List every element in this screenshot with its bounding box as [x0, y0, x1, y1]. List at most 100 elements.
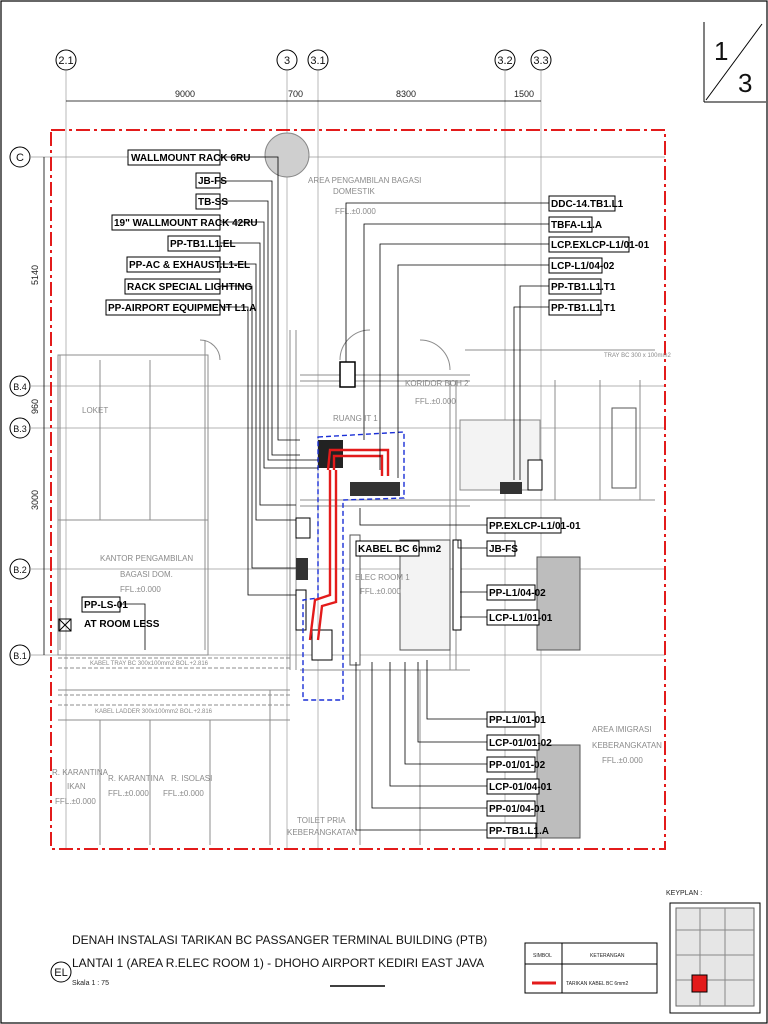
label-lcp-l1-04-02: LCP-L1/04-02 — [551, 261, 615, 272]
ls-label-box — [81, 596, 121, 613]
label-tbfa: TBFA-L1.A — [551, 220, 602, 231]
dim-960: 960 — [30, 399, 40, 414]
room-elec-1: ELEC ROOM 1 — [355, 573, 410, 582]
cable-label-box — [355, 540, 420, 557]
grid-label-3-2: 3.2 — [497, 55, 512, 67]
grid-label-3-3: 3.3 — [533, 55, 548, 67]
room-isolasi-2: FFL.±0.000 — [163, 789, 204, 798]
labels-right-bottom: PP-L1/01-01 LCP-01/01-02 PP-01/01-02 LCP… — [486, 711, 552, 839]
room-karantina-ikan-2: IKAN — [67, 782, 86, 791]
room-karantina-ikan-1: R. KARANTINA — [52, 768, 109, 777]
room-karantina-ikan-3: FFL.±0.000 — [55, 797, 96, 806]
hatched-blocks — [264, 132, 637, 839]
room-bagasi-2: DOMESTIK — [333, 187, 375, 196]
label-pp-l1-01-01: PP-L1/01-01 — [489, 715, 546, 726]
ls-panel-symbol — [58, 618, 72, 632]
label-pp-ac-exhaust: PP-AC & EXHAUST.L1-EL — [129, 260, 250, 271]
legend-item: TARIKAN KABEL BC 6mm2 — [566, 981, 628, 987]
label-pp-l1-04-02: PP-L1/04-02 — [489, 588, 546, 599]
legend: SIMBOL KETERANGAN TARIKAN KABEL BC 6mm2 — [524, 942, 658, 994]
equipment — [295, 361, 543, 666]
grid-label-b2: B.2 — [13, 565, 27, 575]
room-kantor-1: KANTOR PENGAMBILAN — [100, 554, 193, 563]
room-koridor-1: KORIDOR BOH 2 — [405, 379, 469, 388]
grid-label-c: C — [16, 152, 24, 164]
dim-700: 700 — [288, 89, 303, 99]
legend-col-desc: KETERANGAN — [590, 953, 625, 959]
label-pp-tb1-l1-a: PP-TB1.L1.A — [489, 826, 549, 837]
room-loket: LOKET — [82, 406, 108, 415]
sheet-number: 1 — [714, 36, 728, 66]
room-isolasi-1: R. ISOLASI — [171, 774, 212, 783]
label-pp-exlcp: PP.EXLCP-L1/01-01 — [489, 521, 581, 532]
label-pp-airport-equipment: PP-AIRPORT EQUIPMENT L1.A — [108, 303, 256, 314]
label-lcp-01-04-01: LCP-01/04-01 — [489, 782, 552, 793]
cable-route-bc — [308, 448, 390, 641]
label-pp-tb1-el: PP-TB1.L1.EL — [170, 239, 236, 250]
label-lcp-exlcp: LCP.EXLCP-L1/01-01 — [551, 240, 650, 251]
drawing-code: EL — [54, 967, 67, 979]
room-toilet-2: KEBERANGKATAN — [287, 828, 357, 837]
dim-9000: 9000 — [175, 89, 195, 99]
room-toilet-1: TOILET PRIA — [297, 816, 346, 825]
grid-label-b4: B.4 — [13, 382, 27, 392]
room-kantor-2: BAGASI DOM. — [120, 570, 173, 579]
room-kantor-3: FFL.±0.000 — [120, 585, 161, 594]
label-rack-special-lighting: RACK SPECIAL LIGHTING — [127, 282, 253, 293]
grid-label-b3: B.3 — [13, 424, 27, 434]
room-karantina-1: R. KARANTINA — [108, 774, 165, 783]
label-pp-tb1-t1-b: PP-TB1.L1.T1 — [551, 303, 616, 314]
grid-label-3-1: 3.1 — [310, 55, 325, 67]
labels-right-mid: PP.EXLCP-L1/01-01 JB-FS PP-L1/04-02 LCP-… — [486, 517, 581, 626]
label-jb-fs-2: JB-FS — [489, 544, 518, 555]
room-karantina-2: FFL.±0.000 — [108, 789, 149, 798]
label-lcp-l1-01-01: LCP-L1/01-01 — [489, 613, 553, 624]
label-jb-fs: JB-FS — [198, 176, 227, 187]
blue-zones — [302, 431, 405, 701]
label-kabel-bc: KABEL BC 6mm2 — [358, 544, 442, 555]
label-tb-ss: TB-SS — [198, 197, 228, 208]
title-line-1: DENAH INSTALASI TARIKAN BC PASSANGER TER… — [72, 933, 487, 947]
sheet-total: 3 — [738, 68, 752, 98]
room-imigrasi-3: FFL.±0.000 — [602, 756, 643, 765]
room-ruang-it: RUANG IT 1 — [333, 414, 378, 423]
room-koridor-2: FFL.±0.000 — [415, 397, 456, 406]
label-ddc-14: DDC-14.TB1.L1 — [551, 199, 624, 210]
dim-1500: 1500 — [514, 89, 534, 99]
labels-left: WALLMOUNT RACK 6RU JB-FS TB-SS 19" WALLM… — [105, 149, 258, 316]
label-wallmount-42ru: 19" WALLMOUNT RACK 42RU — [114, 218, 258, 229]
dim-5140: 5140 — [30, 265, 40, 285]
area-boundary — [50, 129, 666, 850]
room-imigrasi-2: KEBERANGKATAN — [592, 741, 662, 750]
note-tray: KABEL TRAY BC 300x100mm2 BOL.+2.816 — [90, 661, 209, 667]
leader-lines — [120, 156, 549, 831]
grid-label-3: 3 — [284, 55, 290, 67]
label-pp-01-01-02: PP-01/01-02 — [489, 760, 546, 771]
label-at-room-less: AT ROOM LESS — [84, 619, 160, 630]
label-wallmount-6ru: WALLMOUNT RACK 6RU — [131, 153, 250, 164]
label-lcp-01-01-02: LCP-01/01-02 — [489, 738, 552, 749]
room-labels: AREA PENGAMBILAN BAGASI DOMESTIK FFL.±0.… — [52, 176, 671, 837]
note-tray-top: TRAY BC 300 x 100mm2 — [604, 353, 671, 359]
dim-8300: 8300 — [396, 89, 416, 99]
labels-right-top: DDC-14.TB1.L1 TBFA-L1.A LCP.EXLCP-L1/01-… — [548, 195, 650, 316]
grid-label-b1: B.1 — [13, 651, 27, 661]
drawing-scale: Skala 1 : 75 — [72, 980, 109, 987]
grid-label-2-1: 2.1 — [58, 55, 73, 67]
room-bagasi-3: FFL.±0.000 — [335, 207, 376, 216]
title-line-2: LANTAI 1 (AREA R.ELEC ROOM 1) - DHOHO AI… — [72, 956, 484, 970]
room-elec-2: FFL.±0.000 — [360, 587, 401, 596]
title-block: DENAH INSTALASI TARIKAN BC PASSANGER TER… — [50, 933, 487, 987]
keyplan: KEYPLAN : — [666, 890, 761, 1014]
keyplan-highlight — [691, 974, 708, 993]
label-pp-tb1-t1-a: PP-TB1.L1.T1 — [551, 282, 616, 293]
room-bagasi-1: AREA PENGAMBILAN BAGASI — [308, 176, 421, 185]
label-pp-01-04-01: PP-01/04-01 — [489, 804, 546, 815]
dim-3000: 3000 — [30, 490, 40, 510]
label-pp-ls-01: PP-LS-01 — [84, 600, 128, 611]
room-imigrasi-1: AREA IMIGRASI — [592, 725, 652, 734]
note-ladder: KABEL LADDER 300x100mm2 BOL.+2.816 — [95, 709, 213, 715]
legend-col-symbol: SIMBOL — [533, 953, 552, 959]
